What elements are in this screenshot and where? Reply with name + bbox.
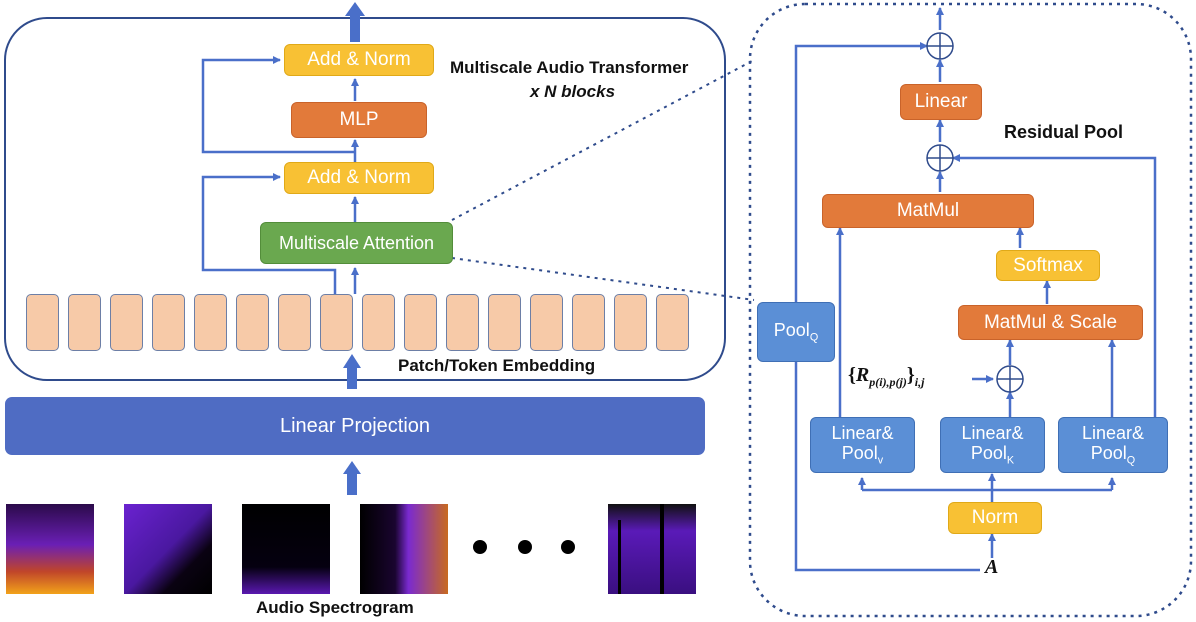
pool-q-outer-box: PoolQ (757, 302, 835, 362)
patch-token (446, 294, 479, 351)
right-connectors (794, 7, 1157, 572)
patch-token (68, 294, 101, 351)
linear-pool-v-line1: Linear& (831, 422, 894, 443)
linear-projection-label: Linear Projection (279, 414, 431, 437)
patch-token (320, 294, 353, 351)
linear-pool-k-base: Pool (970, 443, 1007, 464)
block-repeat-label: x N blocks (530, 82, 616, 101)
zoom-line-bottom (451, 257, 755, 301)
patch-token (194, 294, 227, 351)
mlp-box: MLP (291, 102, 427, 138)
linear-pool-q-line1: Linear& (1081, 422, 1145, 443)
relpos-idx: i,j (914, 375, 925, 389)
transformer-block-frame (4, 17, 726, 381)
linear-pool-v-sub: v (877, 454, 884, 467)
pool-q-outer-sub: Q (809, 331, 819, 344)
matmul-box: MatMul (822, 194, 1034, 228)
add-node-middle (926, 144, 954, 172)
patch-token (152, 294, 185, 351)
linear-pool-q-base: Pool (1090, 443, 1127, 464)
linear-pool-v-base: Pool (841, 443, 878, 464)
patch-token (26, 294, 59, 351)
spectrogram-label: Audio Spectrogram (256, 598, 414, 617)
add-norm-bottom-box: Add & Norm (284, 162, 434, 194)
linear-pool-k-sub: K (1006, 454, 1015, 467)
linear-projection-bar (5, 397, 705, 455)
patch-token (110, 294, 143, 351)
relpos-close: } (906, 364, 915, 386)
linear-pool-v-box: Linear&Poolv (810, 417, 915, 473)
patch-token (278, 294, 311, 351)
patch-token (488, 294, 521, 351)
left-connectors (201, 56, 359, 294)
spectrogram-thumbnails (6, 504, 696, 594)
patch-token (236, 294, 269, 351)
patch-token (572, 294, 605, 351)
linear-box: Linear (900, 84, 982, 120)
patch-token (404, 294, 437, 351)
add-node-relpos (996, 365, 1024, 393)
softmax-box: Softmax (996, 250, 1100, 281)
relative-position-label: {Rp(i),p(j)}i,j (848, 364, 924, 390)
patch-embedding-label: Patch/Token Embedding (398, 356, 596, 375)
block-title: Multiscale Audio Transformer (450, 58, 689, 77)
residual-pool-frame (748, 2, 1193, 618)
linear-pool-k-box: Linear&PoolK (940, 417, 1045, 473)
linear-pool-q-sub: Q (1126, 454, 1136, 467)
linear-pool-k-line1: Linear& (961, 422, 1024, 443)
ellipsis-dot (473, 540, 487, 554)
relpos-open: { (848, 364, 856, 386)
residual-pool-title: Residual Pool (1004, 122, 1124, 142)
patch-token (614, 294, 647, 351)
relpos-r: R (855, 364, 870, 386)
add-norm-top-box: Add & Norm (284, 44, 434, 76)
norm-box: Norm (948, 502, 1042, 534)
ellipsis-dot (518, 540, 532, 554)
ellipsis-dot (561, 540, 575, 554)
patch-token (530, 294, 563, 351)
patch-token (362, 294, 395, 351)
multiscale-attention-box: Multiscale Attention (260, 222, 453, 264)
add-node-top (926, 32, 954, 60)
patch-token (656, 294, 689, 351)
pool-q-outer-base: Pool (773, 320, 810, 340)
input-symbol: A (985, 556, 999, 578)
relpos-sub: p(i),p(j) (869, 375, 907, 389)
matmul-scale-box: MatMul & Scale (958, 305, 1143, 340)
zoom-line-top (451, 59, 755, 221)
linear-pool-q-box: Linear&PoolQ (1058, 417, 1168, 473)
main-flow-arrows (343, 2, 365, 495)
